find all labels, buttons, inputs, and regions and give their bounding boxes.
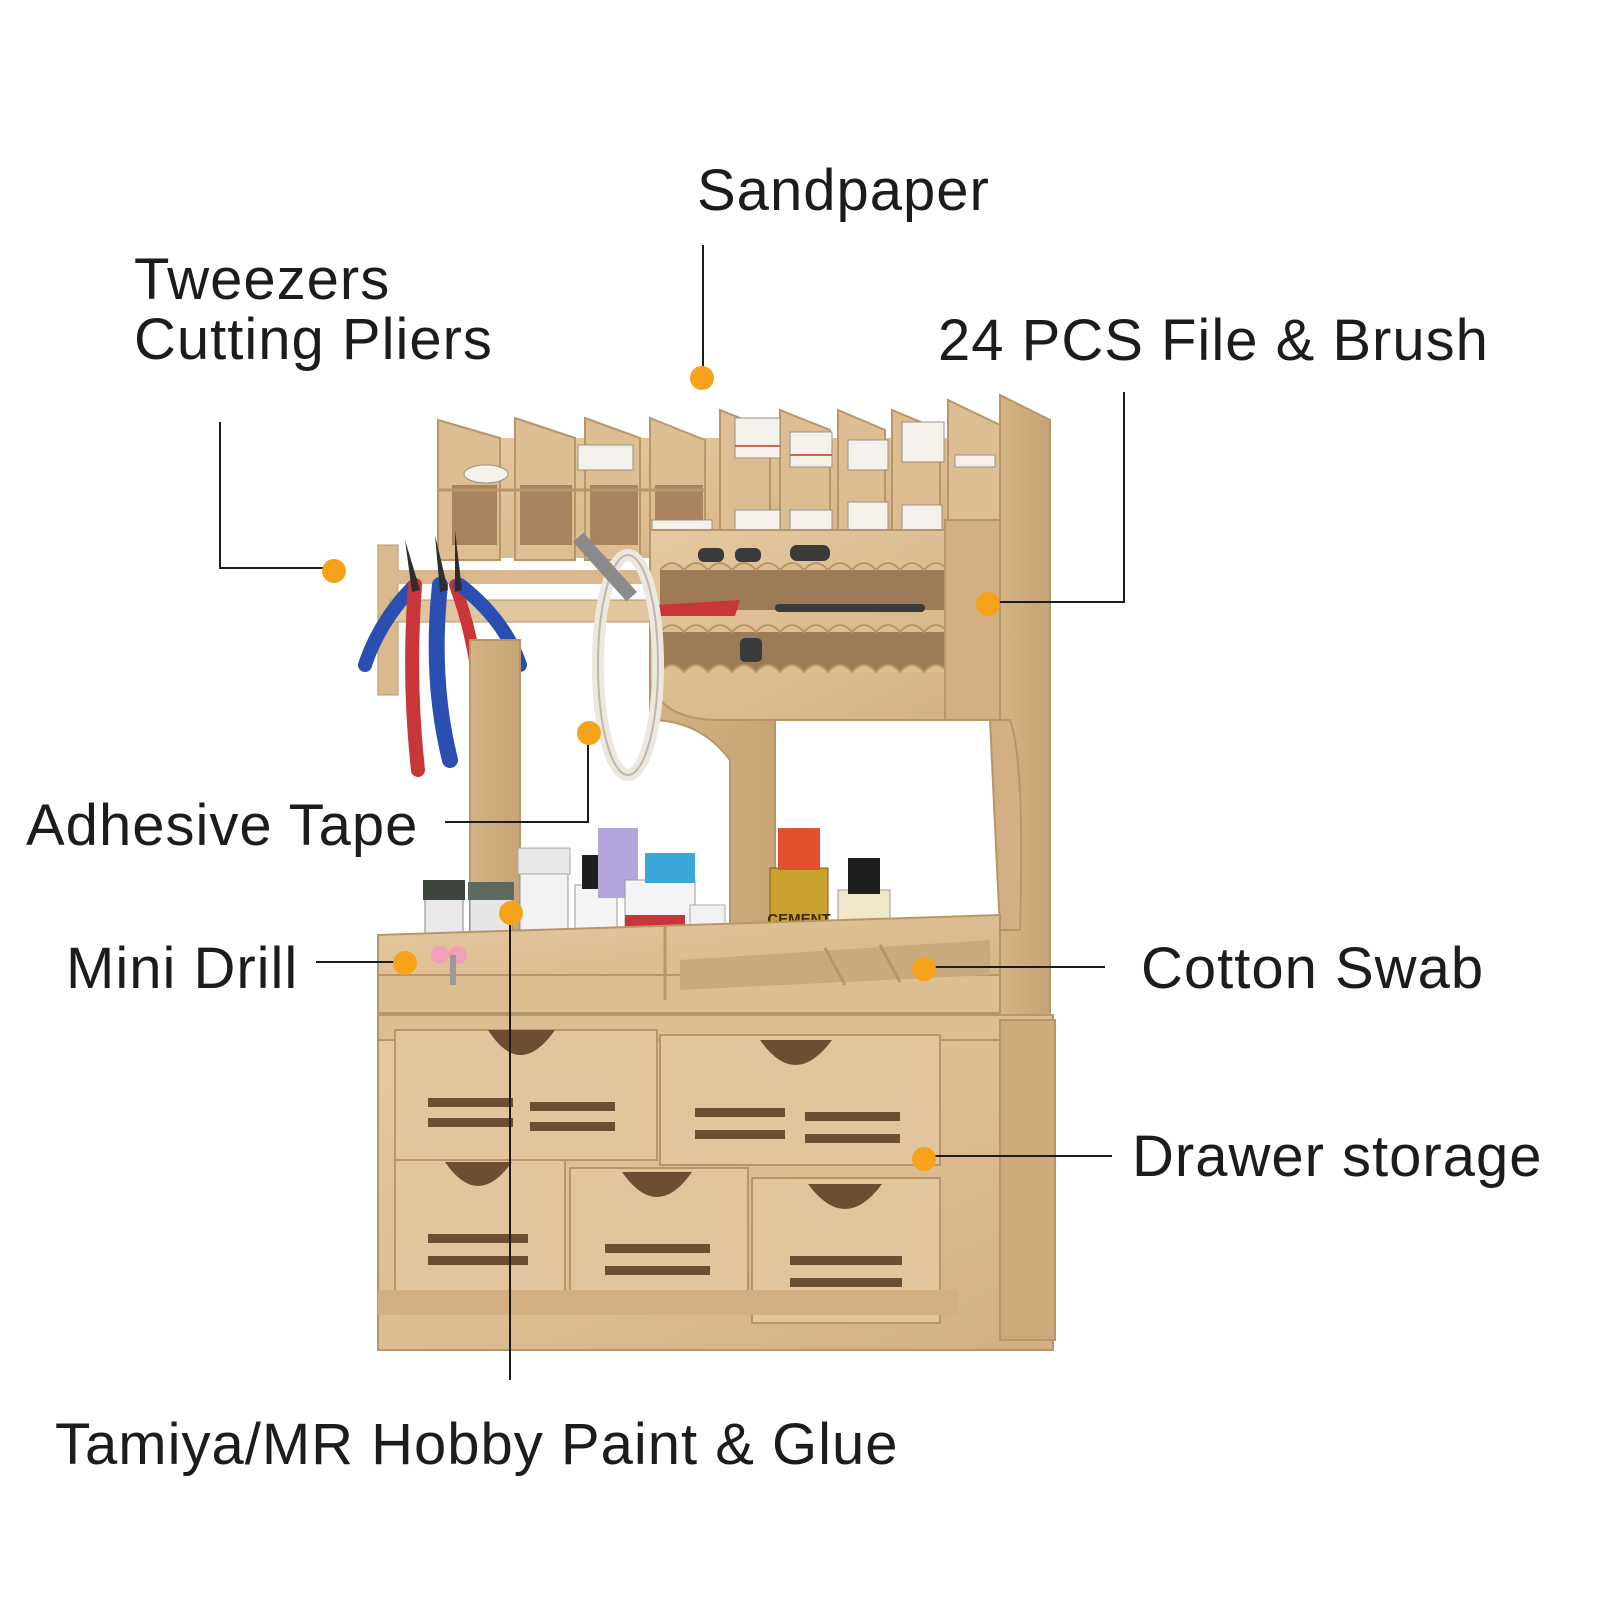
- drawer-bottom-left[interactable]: [394, 1159, 566, 1296]
- marker-sandpaper: [690, 366, 714, 390]
- marker-cotton-swab: [912, 957, 936, 981]
- label-sandpaper: Sandpaper: [697, 158, 990, 223]
- leader-tweezers: [219, 422, 333, 569]
- leader-file-brush: [988, 392, 1125, 603]
- marker-drawer-storage: [912, 1147, 936, 1171]
- marker-file-brush: [976, 592, 1000, 616]
- marker-mini-drill: [393, 951, 417, 975]
- drawer-bottom-middle[interactable]: [569, 1167, 749, 1309]
- tape-roll: [573, 532, 664, 781]
- label-drawer-storage: Drawer storage: [1132, 1124, 1543, 1189]
- marker-tweezers: [322, 559, 346, 583]
- leader-lines: [219, 245, 1125, 1380]
- label-group-tweezers-pliers: Tweezers Cutting Pliers: [134, 250, 493, 370]
- callout-markers: [322, 366, 1000, 1171]
- label-file-brush: 24 PCS File & Brush: [938, 308, 1489, 373]
- marker-paint-glue: [499, 901, 523, 925]
- label-tweezers: Tweezers: [134, 247, 391, 312]
- label-paint-glue: Tamiya/MR Hobby Paint & Glue: [55, 1412, 899, 1477]
- base-tray: [377, 913, 1001, 1014]
- file-brush-rack: [649, 519, 1001, 721]
- drawer-top-left[interactable]: [394, 1029, 658, 1161]
- label-adhesive-tape: Adhesive Tape: [26, 793, 419, 858]
- drawer-cabinet: [377, 1014, 1056, 1351]
- label-cotton-swab: Cotton Swab: [1141, 936, 1485, 1001]
- marker-adhesive-tape: [577, 721, 601, 745]
- label-mini-drill: Mini Drill: [66, 936, 299, 1001]
- leader-adhesive-tape: [445, 733, 589, 823]
- label-cutting-pliers: Cutting Pliers: [134, 307, 493, 372]
- drawer-top-right[interactable]: [659, 1034, 941, 1166]
